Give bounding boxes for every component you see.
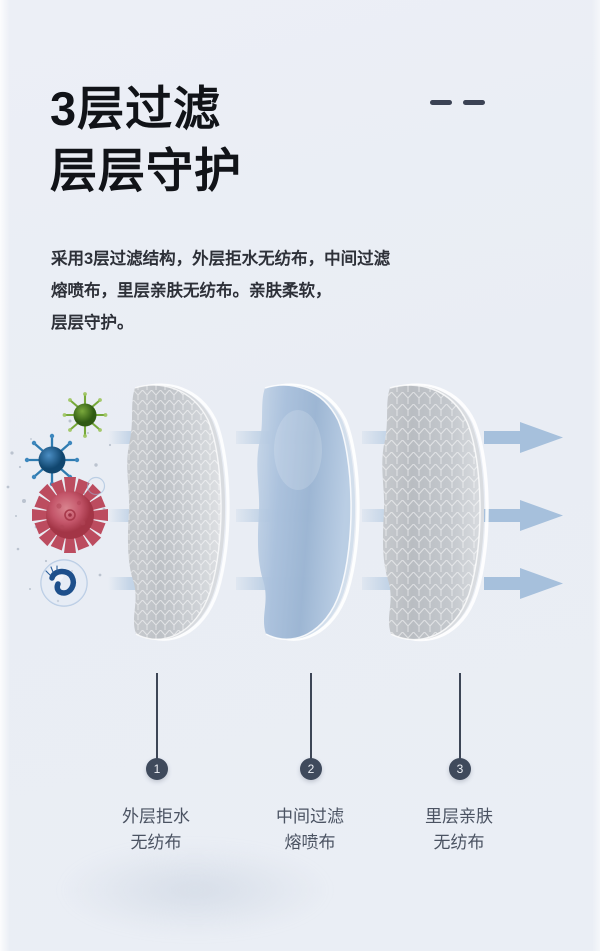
title-line-2: 层层守护	[50, 144, 242, 197]
marker-1[interactable]: 1	[146, 758, 168, 780]
marker-2[interactable]: 2	[300, 758, 322, 780]
filter-layer-3	[375, 380, 490, 642]
description-text: 采用3层过滤结构，外层拒水无纺布，中间过滤 熔喷布，里层亲肤无纺布。亲肤柔软， …	[51, 243, 471, 339]
germ-illustrations	[6, 392, 112, 607]
connector-line-3	[459, 673, 461, 759]
connector-line-2	[310, 673, 312, 759]
caption-2: 中间过滤 熔喷布	[235, 804, 385, 856]
germ-cluster	[0, 375, 130, 625]
caption-3-line-2: 无纺布	[433, 833, 485, 852]
dash-decoration-icon	[430, 100, 485, 105]
description-line-3: 层层守护。	[51, 314, 134, 332]
filter-layer-1	[120, 380, 235, 642]
caption-2-line-2: 熔喷布	[284, 833, 336, 852]
blue-virus-icon	[24, 433, 80, 487]
floor-shadow	[60, 845, 330, 935]
caption-1-line-2: 无纺布	[130, 833, 182, 852]
caption-1: 外层拒水 无纺布	[81, 804, 231, 856]
description-line-1: 采用3层过滤结构，外层拒水无纺布，中间过滤	[51, 250, 391, 268]
description-line-2: 熔喷布，里层亲肤无纺布。亲肤柔软，	[51, 282, 332, 300]
caption-3-line-1: 里层亲肤	[425, 807, 493, 826]
dash-1	[430, 100, 452, 105]
filter-layer-2	[250, 380, 365, 642]
dash-2	[463, 100, 485, 105]
caption-1-line-1: 外层拒水	[122, 807, 190, 826]
filter-layers-diagram	[0, 380, 600, 650]
green-virus-icon	[62, 392, 108, 438]
marker-3[interactable]: 3	[449, 758, 471, 780]
small-bubble-icon	[86, 476, 106, 496]
page-title: 3层过滤 层层守护	[50, 78, 470, 202]
title-line-1: 3层过滤	[50, 82, 222, 135]
connector-line-1	[156, 673, 158, 759]
bacterium-bubble-icon	[40, 559, 88, 607]
caption-3: 里层亲肤 无纺布	[384, 804, 534, 856]
caption-2-line-1: 中间过滤	[276, 807, 344, 826]
